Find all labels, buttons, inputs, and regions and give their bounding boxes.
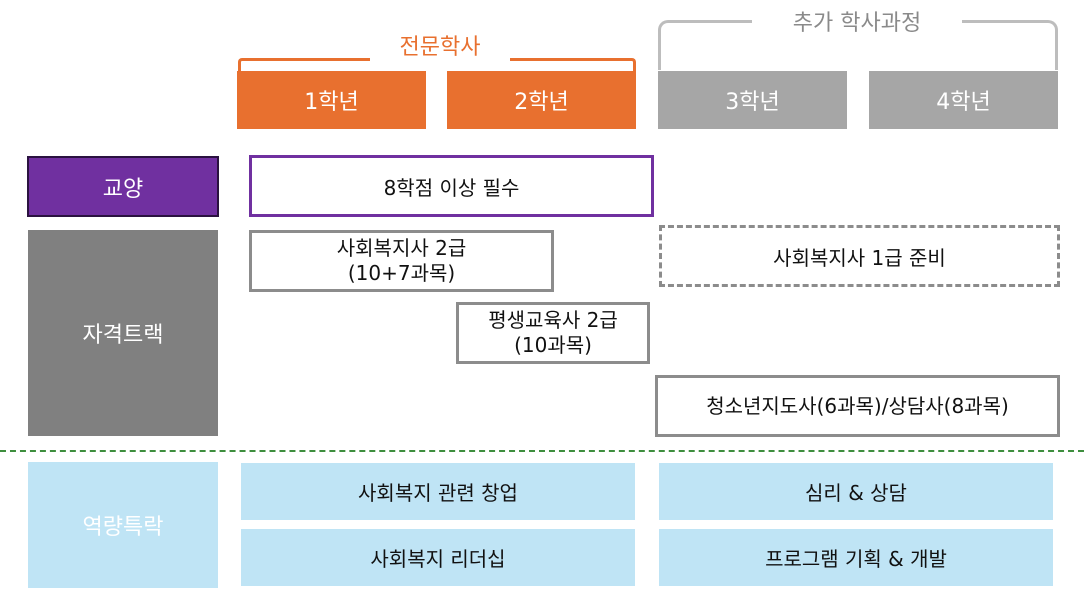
year-2-header: 2학년 <box>447 71 636 129</box>
startup-box: 사회복지 관련 창업 <box>241 463 635 520</box>
general-requirement-box: 8학점 이상 필수 <box>249 155 654 217</box>
social-worker-2-title: 사회복지사 2급 <box>336 236 467 260</box>
category-general: 교양 <box>27 156 219 217</box>
year-4-header: 4학년 <box>869 71 1058 129</box>
section-separator <box>0 450 1084 452</box>
year-3-header: 3학년 <box>658 71 847 129</box>
additional-bracket-gap <box>752 10 962 26</box>
program-box: 프로그램 기획 & 개발 <box>659 529 1053 586</box>
youth-counselor-box: 청소년지도사(6과목)/상담사(8과목) <box>655 375 1060 437</box>
professional-bracket-gap <box>370 50 510 64</box>
lifelong-educator-title: 평생교육사 2급 <box>488 308 618 332</box>
category-competency: 역량특락 <box>28 462 218 588</box>
social-worker-2-courses: (10+7과목) <box>347 261 456 285</box>
psychology-box: 심리 & 상담 <box>659 463 1053 520</box>
lifelong-educator-courses: (10과목) <box>514 333 592 357</box>
social-worker-2-box: 사회복지사 2급 (10+7과목) <box>249 230 554 292</box>
social-worker-1-box: 사회복지사 1급 준비 <box>659 225 1060 287</box>
group-label-additional: 추가 학사과정 <box>792 11 922 36</box>
leadership-box: 사회복지 리더십 <box>241 529 635 586</box>
group-label-professional: 전문학사 <box>399 35 481 60</box>
year-1-header: 1학년 <box>237 71 426 129</box>
category-certification: 자격트랙 <box>28 230 218 436</box>
lifelong-educator-box: 평생교육사 2급 (10과목) <box>456 302 650 364</box>
